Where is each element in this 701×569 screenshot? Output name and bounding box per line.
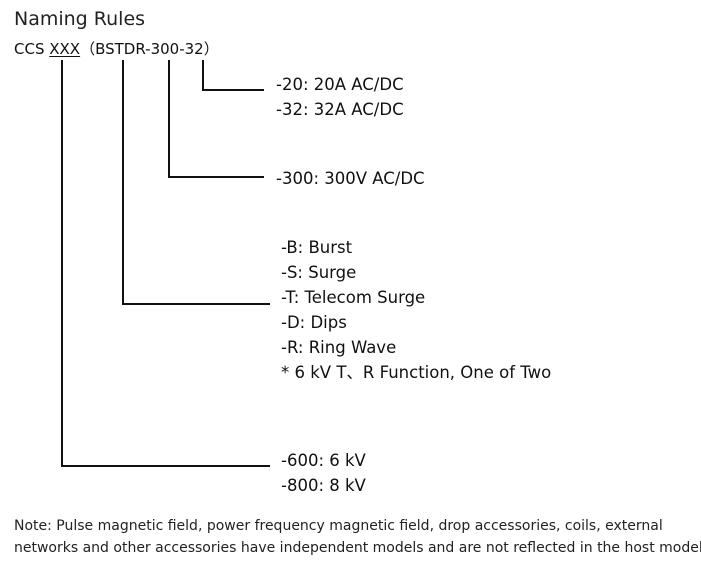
function-leader-horizontal (122, 303, 270, 305)
model-spec: （BSTDR-300-32） (80, 40, 219, 58)
diagram-title: Naming Rules (14, 8, 146, 30)
note: Note: Pulse magnetic field, power freque… (14, 515, 701, 559)
function-option: -B: Burst (281, 238, 353, 257)
current-option: -32: 32A AC/DC (276, 100, 404, 119)
function-option: -S: Surge (281, 263, 357, 282)
model-prefix: CCS (14, 40, 50, 58)
current-leader-horizontal (202, 89, 264, 91)
function-option: -D: Dips (281, 313, 347, 332)
voltage-options: -300: 300V AC/DC (276, 166, 425, 191)
voltage-leader-horizontal (168, 176, 264, 178)
note-line: Note: Pulse magnetic field, power freque… (14, 518, 663, 534)
function-leader-vertical (122, 60, 124, 305)
current-option: -20: 20A AC/DC (276, 75, 404, 94)
level-option: -800: 8 kV (281, 476, 366, 495)
model-code: CCS XXX（BSTDR-300-32） (14, 38, 219, 59)
current-leader-vertical (202, 60, 204, 90)
function-option: -T: Telecom Surge (281, 288, 426, 307)
level-leader-vertical (61, 60, 63, 467)
level-options: -600: 6 kV -800: 8 kV (281, 448, 366, 498)
function-options: -B: Burst -S: Surge -T: Telecom Surge -D… (281, 235, 551, 385)
level-option: -600: 6 kV (281, 451, 366, 470)
current-options: -20: 20A AC/DC -32: 32A AC/DC (276, 72, 404, 122)
note-line: networks and other accessories have inde… (14, 540, 701, 556)
model-placeholder: XXX (49, 40, 81, 58)
function-option: -R: Ring Wave (281, 338, 397, 357)
function-footnote: * 6 kV T、R Function, One of Two (281, 363, 552, 382)
voltage-option: -300: 300V AC/DC (276, 169, 425, 188)
voltage-leader-vertical (168, 60, 170, 178)
level-leader-horizontal (61, 465, 270, 467)
